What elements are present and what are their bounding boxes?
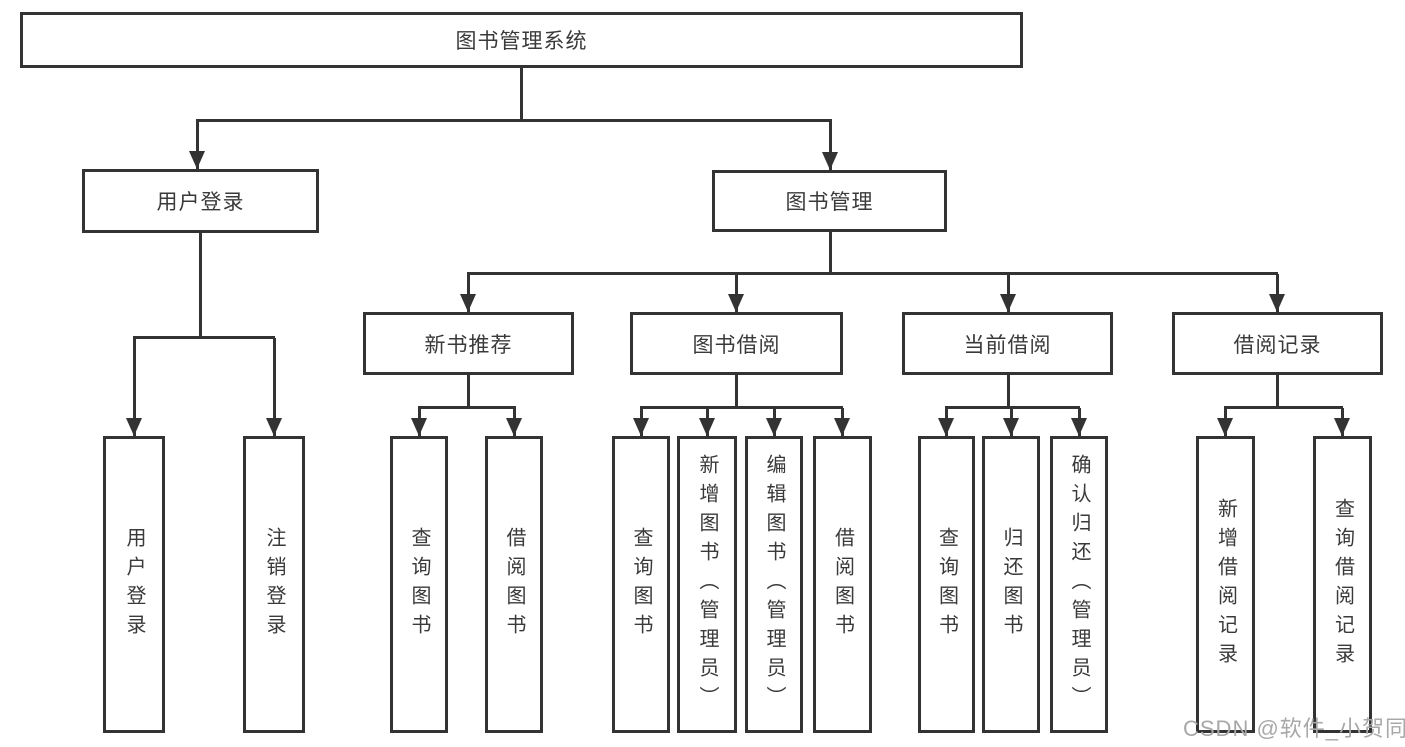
arrow-down-icon [1269,294,1285,312]
leaf-add-book-admin: 新增图书（管理员） [677,436,737,733]
node-root-label: 图书管理系统 [455,30,588,53]
csdn-watermark: CSDN @软件_小贺同学 [1183,716,1405,741]
connector-line [133,338,136,436]
leaf-query-books-3: 查询图书 [918,436,975,733]
leaf-query-borrow-record-label: 查询借阅记录 [1331,497,1354,672]
arrow-down-icon [699,418,715,436]
arrow-down-icon [1000,294,1016,312]
node-borrow-record: 借阅记录 [1172,312,1383,375]
node-new-book-recommend-label: 新书推荐 [424,333,513,357]
arrow-down-icon [1334,418,1350,436]
node-new-book-recommend: 新书推荐 [363,312,574,375]
connector-line [467,375,470,408]
connector-line [199,233,202,338]
leaf-add-book-admin-label: 新增图书（管理员） [696,454,718,715]
node-book-borrow-label: 图书借阅 [692,333,781,357]
connector-line [1276,375,1279,408]
leaf-logout: 注销登录 [243,436,305,733]
arrow-down-icon [506,418,522,436]
leaf-borrow-books-1-label: 借阅图书 [503,526,525,643]
arrow-down-icon [411,418,427,436]
leaf-borrow-books-2: 借阅图书 [813,436,872,733]
node-book-management: 图书管理 [712,170,947,232]
connector-line [735,274,738,312]
connector-line [945,406,1080,409]
leaf-confirm-return-admin: 确认归还（管理员） [1050,436,1108,733]
arrow-down-icon [1071,418,1087,436]
leaf-borrow-books-2-label: 借阅图书 [831,526,854,643]
connector-line [467,274,470,312]
node-current-borrow-label: 当前借阅 [963,333,1052,357]
connector-line [273,338,276,436]
connector-line [1276,274,1279,312]
arrow-down-icon [938,418,954,436]
connector-line [829,232,832,274]
arrow-down-icon [834,418,850,436]
leaf-query-books-3-label: 查询图书 [935,526,958,643]
leaf-user-login: 用户登录 [103,436,165,733]
arrow-down-icon [126,418,142,436]
arrow-down-icon [460,294,476,312]
node-root: 图书管理系统 [20,12,1023,68]
connector-line [735,375,738,408]
leaf-add-borrow-record: 新增借阅记录 [1196,436,1255,733]
node-book-borrow: 图书借阅 [630,312,843,375]
node-user-login-label: 用户登录 [156,191,245,214]
connector-line [1007,274,1010,312]
leaf-return-book: 归还图书 [982,436,1040,733]
connector-line [133,336,275,339]
leaf-add-borrow-record-label: 新增借阅记录 [1214,497,1237,672]
leaf-confirm-return-admin-label: 确认归还（管理员） [1068,454,1090,715]
connector-line [196,121,199,169]
leaf-query-books-2: 查询图书 [612,436,670,733]
leaf-return-book-label: 归还图书 [1000,526,1022,643]
arrow-down-icon [189,151,205,169]
node-borrow-record-label: 借阅记录 [1233,333,1322,357]
connector-line [418,406,516,409]
connector-line [1007,375,1010,408]
node-user-login: 用户登录 [82,169,319,233]
arrow-down-icon [766,418,782,436]
leaf-edit-book-admin: 编辑图书（管理员） [745,436,803,733]
connector-line [520,68,523,121]
leaf-query-books-1: 查询图书 [390,436,448,733]
node-current-borrow: 当前借阅 [902,312,1113,375]
arrow-down-icon [822,152,838,170]
arrow-down-icon [1003,418,1019,436]
connector-line [196,119,832,122]
arrow-down-icon [1217,418,1233,436]
connector-line [467,272,1278,275]
connector-line [829,121,832,170]
leaf-logout-label: 注销登录 [263,526,285,643]
arrow-down-icon [728,294,744,312]
leaf-query-books-1-label: 查询图书 [408,526,430,643]
arrow-down-icon [266,418,282,436]
leaf-user-login-label: 用户登录 [123,526,145,643]
arrow-down-icon [633,418,649,436]
leaf-query-books-2-label: 查询图书 [630,526,652,643]
node-book-management-label: 图书管理 [785,191,874,214]
leaf-query-borrow-record: 查询借阅记录 [1313,436,1372,733]
connector-line [1224,406,1343,409]
connector-line [640,406,843,409]
leaf-borrow-books-1: 借阅图书 [485,436,543,733]
leaf-edit-book-admin-label: 编辑图书（管理员） [763,454,785,715]
